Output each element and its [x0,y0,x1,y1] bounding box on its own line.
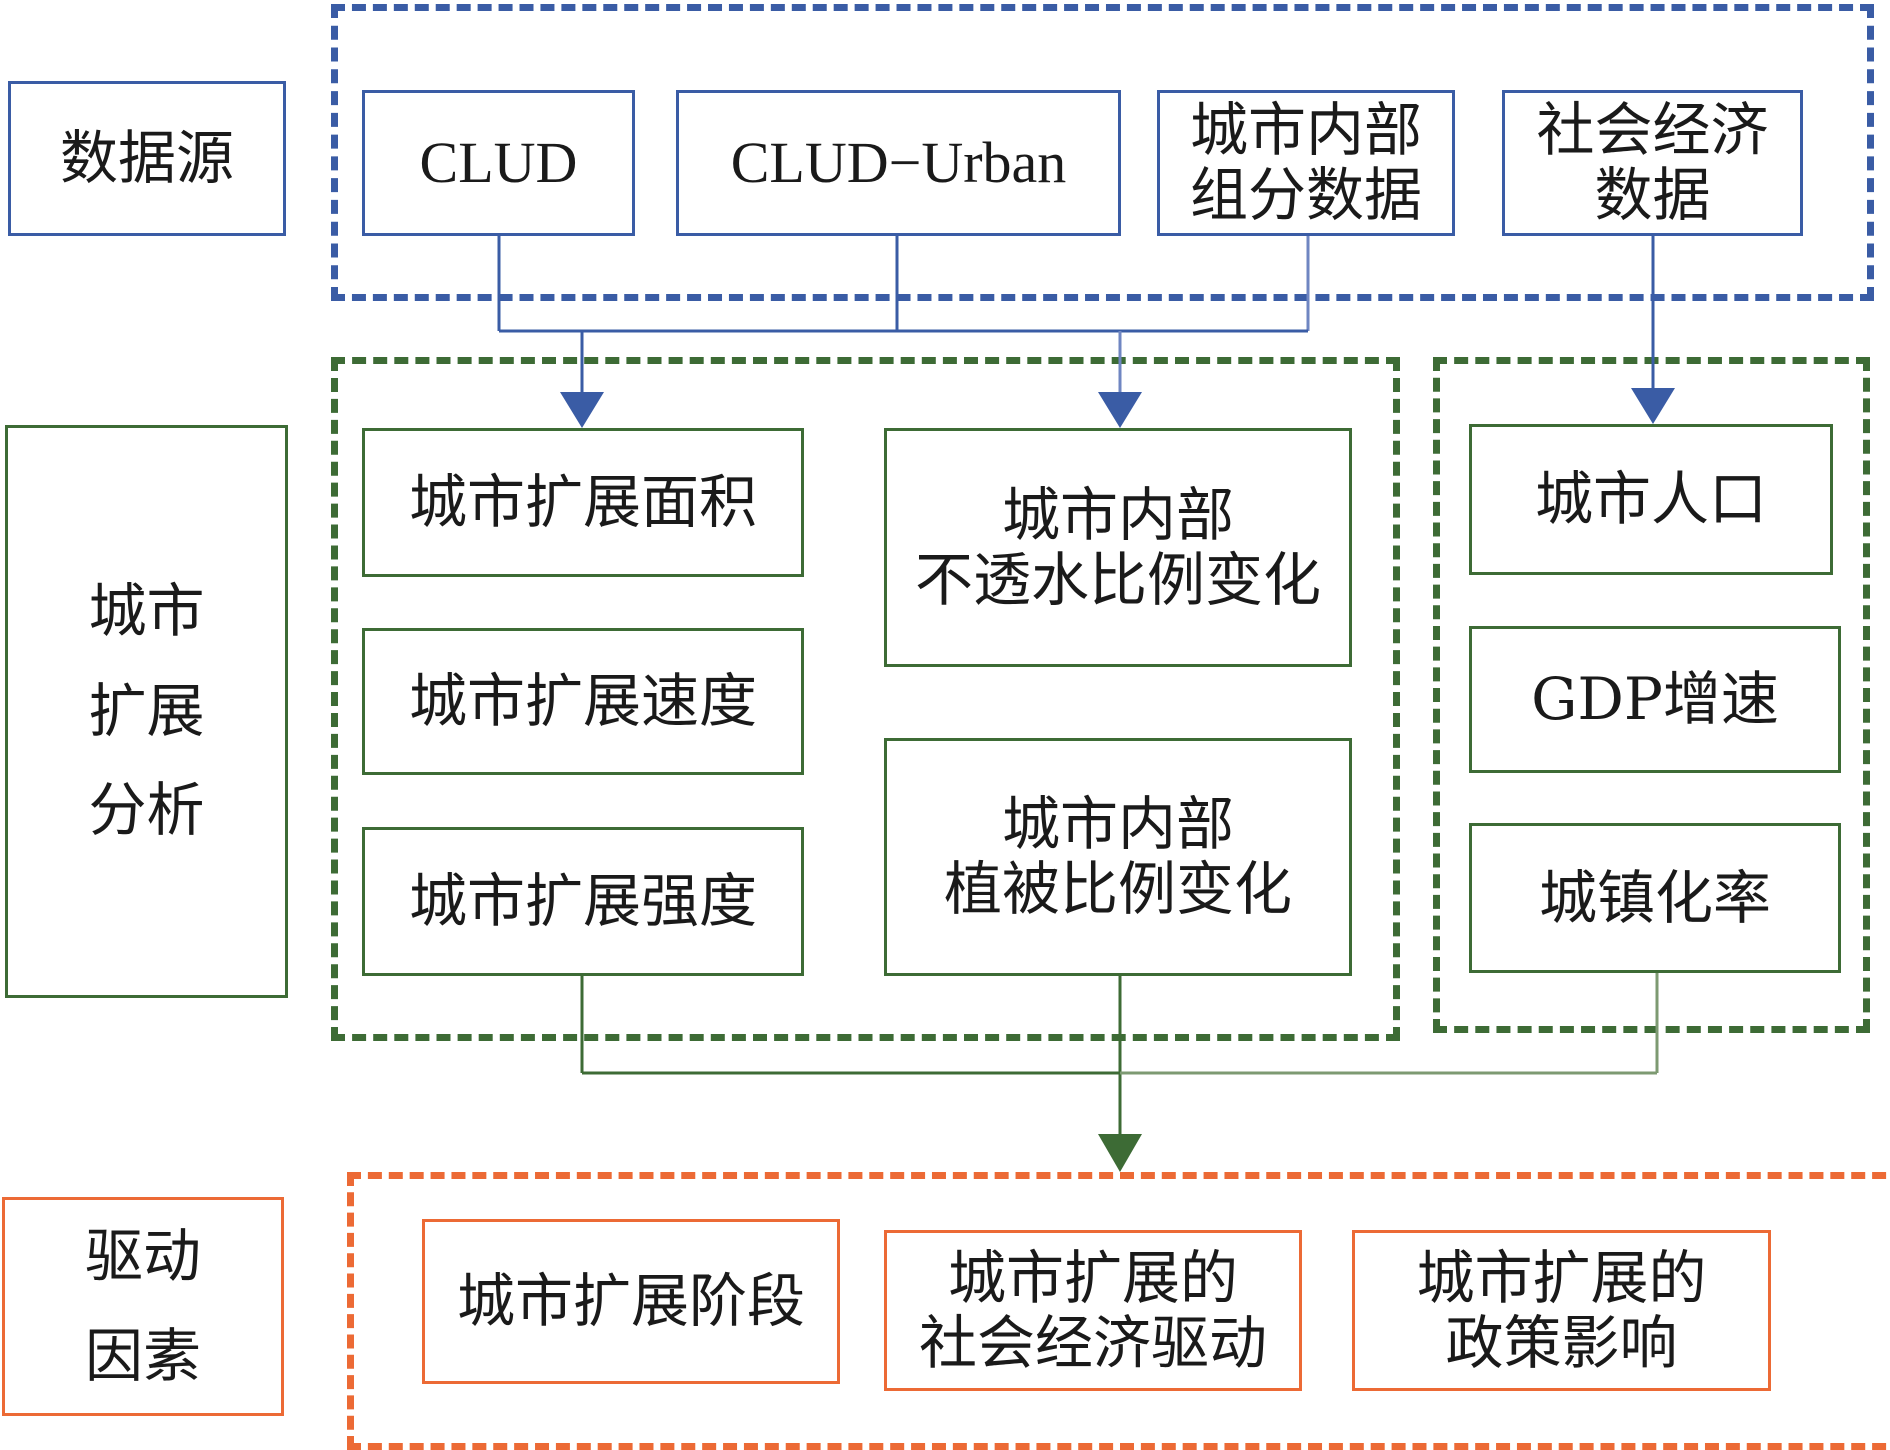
source-internal-component-data: 城市内部 组分数据 [1157,90,1455,236]
analysis-vegetation-ratio-change: 城市内部 植被比例变化 [884,738,1352,976]
analysis-urban-population: 城市人口 [1469,424,1833,575]
row-label-driving-factors: 驱动 因素 [2,1197,284,1416]
analysis-expansion-area: 城市扩展面积 [362,428,804,577]
arrow-to-drivers [1098,1134,1142,1172]
row-label-data-source: 数据源 [8,81,286,236]
analysis-expansion-speed: 城市扩展速度 [362,628,804,775]
analysis-gdp-growth: GDP增速 [1469,626,1841,773]
driver-socioeconomic: 城市扩展的 社会经济驱动 [884,1230,1302,1391]
driver-expansion-stage: 城市扩展阶段 [422,1219,840,1384]
row-label-urban-expansion-analysis: 城市 扩展 分析 [5,425,288,998]
analysis-impervious-ratio-change: 城市内部 不透水比例变化 [884,428,1352,667]
analysis-urbanization-rate: 城镇化率 [1469,823,1841,973]
source-socioeconomic-data: 社会经济 数据 [1502,90,1803,236]
data-source-group-frame [331,4,1874,301]
analysis-expansion-intensity: 城市扩展强度 [362,827,804,976]
drivers-group-frame [347,1172,1890,1450]
analysis-group-frame-left [331,357,1400,1041]
source-clud: CLUD [362,90,635,236]
source-clud-urban: CLUD−Urban [676,90,1121,236]
driver-policy-impact: 城市扩展的 政策影响 [1352,1230,1771,1391]
